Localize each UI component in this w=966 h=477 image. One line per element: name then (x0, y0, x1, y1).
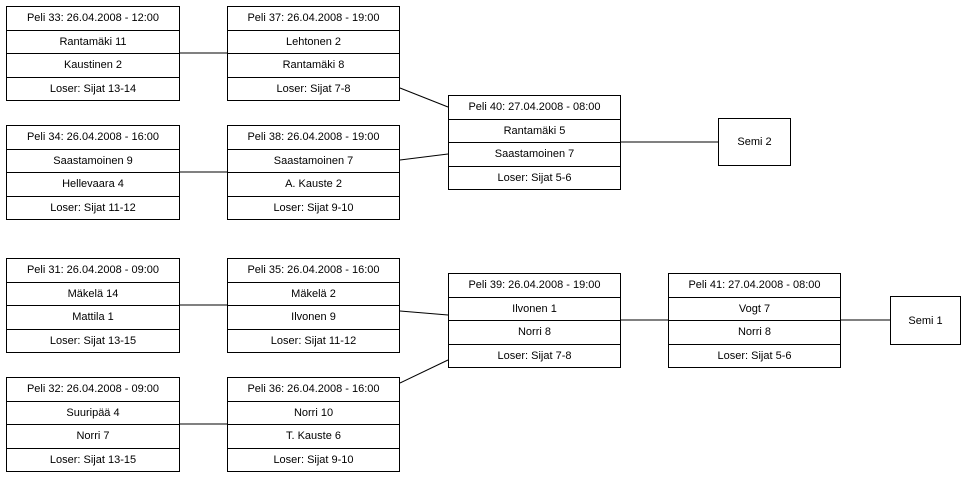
match-header: Peli 41: 27.04.2008 - 08:00 (669, 274, 840, 298)
team-2: Norri 8 (669, 321, 840, 345)
match-box-peli-38: Peli 38: 26.04.2008 - 19:00 Saastamoinen… (227, 125, 400, 220)
match-header: Peli 40: 27.04.2008 - 08:00 (449, 96, 620, 120)
loser-placement: Loser: Sijat 13-15 (49, 334, 137, 347)
team-1: Rantamäki 5 (449, 120, 620, 143)
loser-placement: Loser: Sijat 7-8 (497, 349, 572, 362)
loser-placement: Loser: Sijat 13-15 (49, 453, 137, 466)
loser-placement: Loser: Sijat 9-10 (273, 201, 354, 214)
team-1: Lehtonen 2 (228, 31, 399, 54)
match-box-peli-33: Peli 33: 26.04.2008 - 12:00 Rantamäki 11… (6, 6, 180, 101)
team-1: Mäkelä 2 (228, 283, 399, 306)
loser-placement: Loser: Sijat 13-14 (49, 82, 137, 95)
team-2: T. Kauste 6 (228, 425, 399, 449)
match-box-peli-31: Peli 31: 26.04.2008 - 09:00 Mäkelä 14 Ma… (6, 258, 180, 353)
team-1: Suuripää 4 (7, 402, 179, 425)
team-2: Ilvonen 9 (228, 306, 399, 330)
team-1: Rantamäki 11 (7, 31, 179, 54)
connector-38-40 (399, 153, 449, 161)
match-header: Peli 37: 26.04.2008 - 19:00 (228, 7, 399, 31)
team-1: Ilvonen 1 (449, 298, 620, 321)
loser-placement: Loser: Sijat 9-10 (273, 453, 354, 466)
team-1: Saastamoinen 9 (7, 150, 179, 173)
match-header: Peli 35: 26.04.2008 - 16:00 (228, 259, 399, 283)
match-header: Peli 34: 26.04.2008 - 16:00 (7, 126, 179, 150)
loser-placement: Loser: Sijat 7-8 (276, 82, 351, 95)
team-2: Saastamoinen 7 (449, 143, 620, 167)
connector-36-39 (399, 359, 449, 384)
match-box-peli-40: Peli 40: 27.04.2008 - 08:00 Rantamäki 5 … (448, 95, 621, 190)
team-1: Saastamoinen 7 (228, 150, 399, 173)
match-header: Peli 39: 26.04.2008 - 19:00 (449, 274, 620, 298)
match-header: Peli 31: 26.04.2008 - 09:00 (7, 259, 179, 283)
connector-35-39 (399, 310, 449, 316)
team-2: Mattila 1 (7, 306, 179, 330)
match-header: Peli 32: 26.04.2008 - 09:00 (7, 378, 179, 402)
semi-1-box: Semi 1 (890, 296, 961, 345)
match-box-peli-37: Peli 37: 26.04.2008 - 19:00 Lehtonen 2 R… (227, 6, 400, 101)
semi-2-box: Semi 2 (718, 118, 791, 166)
loser-placement: Loser: Sijat 5-6 (717, 349, 792, 362)
match-box-peli-32: Peli 32: 26.04.2008 - 09:00 Suuripää 4 N… (6, 377, 180, 472)
team-1: Vogt 7 (669, 298, 840, 321)
team-2: Norri 8 (449, 321, 620, 345)
team-1: Mäkelä 14 (7, 283, 179, 306)
match-box-peli-41: Peli 41: 27.04.2008 - 08:00 Vogt 7 Norri… (668, 273, 841, 368)
match-box-peli-39: Peli 39: 26.04.2008 - 19:00 Ilvonen 1 No… (448, 273, 621, 368)
match-header: Peli 36: 26.04.2008 - 16:00 (228, 378, 399, 402)
team-2: A. Kauste 2 (228, 173, 399, 197)
team-2: Norri 7 (7, 425, 179, 449)
team-2: Rantamäki 8 (228, 54, 399, 78)
match-header: Peli 38: 26.04.2008 - 19:00 (228, 126, 399, 150)
team-1: Norri 10 (228, 402, 399, 425)
loser-placement: Loser: Sijat 11-12 (50, 201, 136, 214)
match-box-peli-34: Peli 34: 26.04.2008 - 16:00 Saastamoinen… (6, 125, 180, 220)
loser-placement: Loser: Sijat 5-6 (497, 171, 572, 184)
match-box-peli-36: Peli 36: 26.04.2008 - 16:00 Norri 10 T. … (227, 377, 400, 472)
match-header: Peli 33: 26.04.2008 - 12:00 (7, 7, 179, 31)
match-box-peli-35: Peli 35: 26.04.2008 - 16:00 Mäkelä 2 Ilv… (227, 258, 400, 353)
team-2: Hellevaara 4 (7, 173, 179, 197)
connector-37-40 (399, 87, 449, 108)
loser-placement: Loser: Sijat 11-12 (270, 334, 357, 347)
team-2: Kaustinen 2 (7, 54, 179, 78)
